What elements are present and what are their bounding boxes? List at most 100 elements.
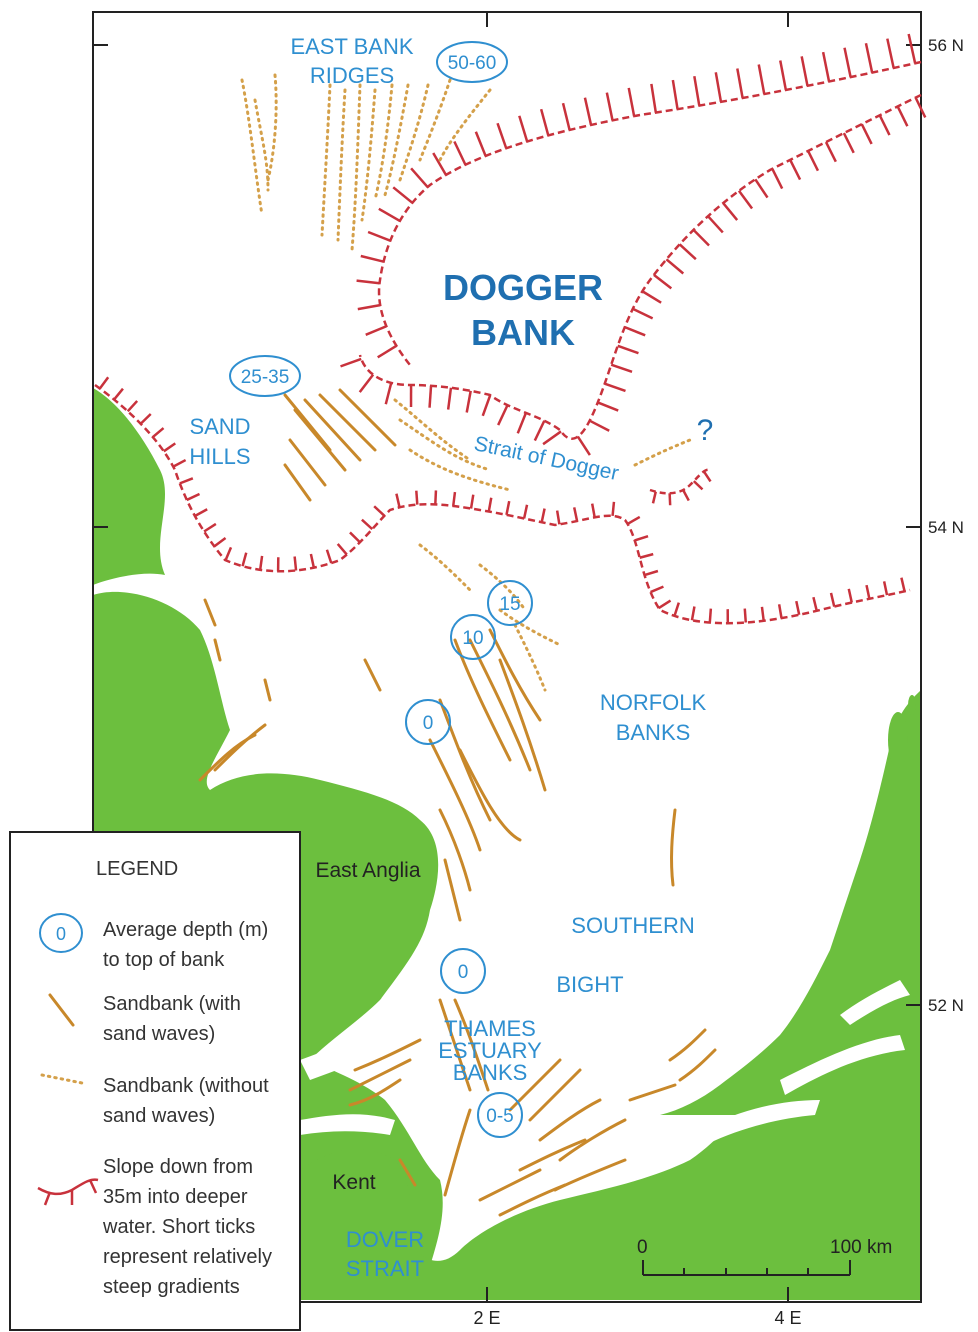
dotted-bank	[418, 78, 452, 162]
slope-small	[649, 468, 711, 495]
dotted-bank	[438, 88, 492, 162]
slope-tick	[847, 588, 853, 603]
slope-tick	[806, 150, 820, 172]
sandbank	[553, 1158, 627, 1192]
sandbank	[288, 438, 327, 487]
slope-tick	[821, 51, 831, 82]
slope-tick	[690, 606, 696, 621]
label-dogger: DOGGER	[443, 267, 603, 308]
slope-tick	[651, 491, 657, 504]
slope-tick	[634, 534, 649, 542]
slope-tick	[540, 508, 546, 523]
slope-tick	[453, 140, 467, 166]
sandbank	[453, 638, 512, 762]
legend-wave-line1: Sandbank (with	[103, 993, 241, 1015]
slope-tick	[481, 394, 492, 417]
slope-tick	[812, 596, 818, 612]
sandbank	[363, 658, 382, 692]
slope-tick	[795, 600, 801, 616]
scale-end: 100 km	[830, 1237, 892, 1258]
slope-tick	[692, 229, 710, 247]
dotted-bank	[320, 83, 332, 237]
slope-tick	[693, 75, 701, 106]
sandbanks-with-waves	[198, 388, 717, 1217]
dotted-bank	[633, 438, 692, 467]
sandbank	[528, 1068, 582, 1122]
legend-slope-line5: steep gradients	[103, 1276, 240, 1298]
sandbank	[213, 638, 222, 662]
dotted-bank	[513, 623, 547, 692]
slope-tick	[360, 254, 384, 263]
slope-tick	[356, 279, 380, 285]
slope-tick	[722, 202, 739, 221]
slope-tick	[392, 186, 414, 204]
label-kent: Kent	[332, 1171, 375, 1194]
sandbank	[443, 858, 462, 922]
slope-tick	[771, 168, 784, 190]
slope-tick	[151, 427, 165, 439]
scale-start: 0	[637, 1237, 648, 1258]
slope-tick	[361, 518, 374, 531]
legend-wave-symbol	[48, 993, 75, 1027]
depth-thames-0: 0	[458, 962, 469, 983]
sandbank	[670, 808, 677, 887]
dotted-bank	[398, 83, 430, 182]
scale-bar	[642, 1260, 851, 1276]
dotted-bank	[418, 543, 472, 592]
slope-tick	[522, 504, 529, 519]
sandbank	[478, 1168, 542, 1202]
dotted-bank	[253, 98, 270, 192]
depth-circle	[450, 614, 496, 660]
slope-tick	[539, 108, 550, 136]
slope-tick	[163, 442, 176, 453]
legend-depth-symbol-text: 0	[56, 924, 66, 944]
sandbank	[293, 408, 347, 472]
depth-norfolk-0: 0	[423, 713, 434, 734]
land-island	[908, 695, 916, 715]
slope-tick	[518, 115, 529, 142]
slope-tick	[665, 258, 685, 275]
sandbank	[438, 698, 492, 822]
slope-tick	[743, 608, 748, 623]
label-question: ?	[697, 414, 714, 447]
slope-tick	[224, 546, 233, 561]
slope-tick	[293, 556, 298, 571]
slope-tick	[882, 581, 889, 596]
slope-tick	[604, 382, 626, 393]
sandbank	[443, 1108, 472, 1197]
slope-tick	[760, 606, 765, 621]
slope-tick	[650, 585, 664, 594]
dotted-bank	[498, 608, 562, 647]
slope-tick	[641, 290, 662, 304]
slope-tick	[673, 602, 680, 617]
slope-tick	[627, 87, 636, 117]
legend-depth-line1: Average depth (m)	[103, 919, 268, 941]
legend-title: LEGEND	[96, 858, 178, 880]
slope-tick	[186, 492, 201, 502]
lat-labels: 56 N 54 N 52 N	[928, 36, 964, 1015]
slope-tick	[605, 92, 614, 121]
lat-label-52: 52 N	[928, 996, 964, 1015]
dotted-bank	[408, 448, 512, 492]
estuary	[840, 980, 910, 1025]
dotted-bank	[350, 83, 362, 252]
sandbank	[453, 998, 490, 1092]
label-thames-2: ESTUARY	[438, 1038, 542, 1063]
slope-tick	[384, 382, 393, 405]
slope-tick	[754, 178, 769, 199]
sandbank	[438, 998, 472, 1092]
depth-circle	[477, 1092, 523, 1138]
lat-label-56: 56 N	[928, 36, 964, 55]
estuaries	[300, 980, 910, 1145]
slope-tick	[914, 97, 927, 118]
depth-east-bank: 50-60	[448, 53, 497, 74]
dotted-bank	[373, 83, 394, 202]
slope-tick	[395, 493, 401, 508]
slope-tick	[702, 470, 712, 483]
slope-tick	[241, 552, 248, 567]
slope-tick	[650, 83, 658, 113]
depth-circle	[405, 699, 451, 745]
slope-tick	[843, 47, 852, 78]
slope-tick	[309, 553, 316, 568]
slope-dogger-north	[377, 60, 922, 366]
